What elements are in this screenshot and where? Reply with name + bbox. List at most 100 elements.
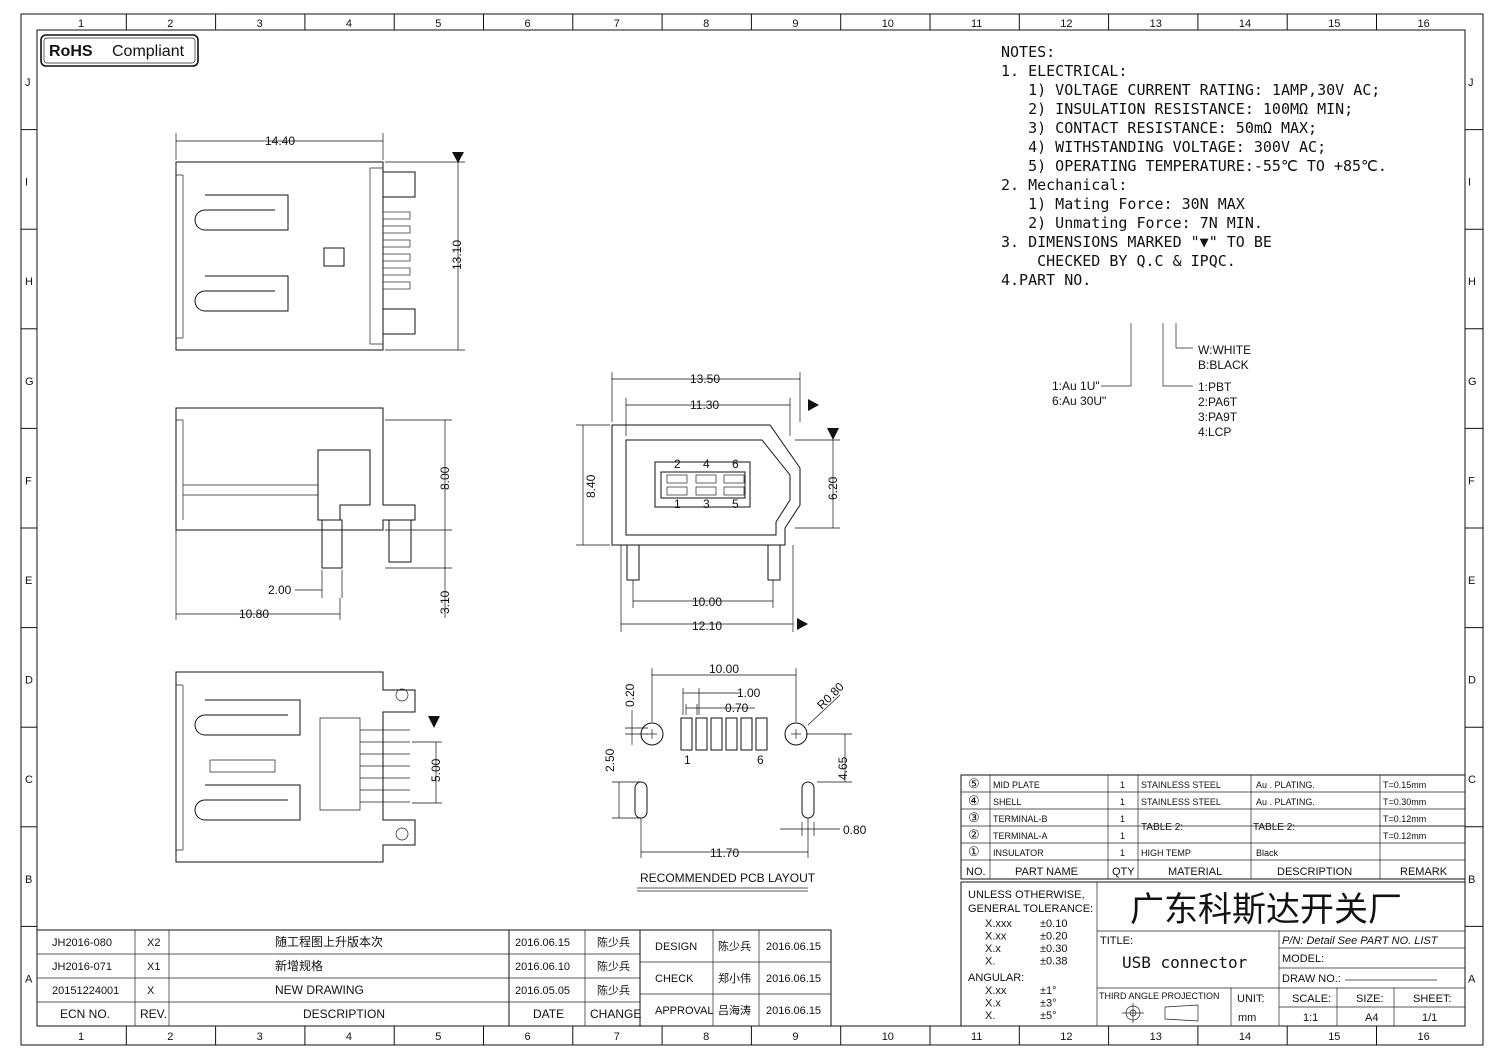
plating-option: 1:Au 1U" xyxy=(1052,379,1100,393)
grid-row-label: F xyxy=(1468,475,1475,487)
approval-date: 2016.06.15 xyxy=(766,973,821,985)
grid-row-label: H xyxy=(1468,276,1476,288)
grid-column-label: 6 xyxy=(525,18,531,30)
bom-row-no: ② xyxy=(968,827,980,842)
rev-description: 新增规格 xyxy=(275,958,323,973)
rev-header-desc: DESCRIPTION xyxy=(303,1007,385,1021)
rev-ecn: JH2016-071 xyxy=(52,961,112,973)
grid-column-label: 15 xyxy=(1328,1031,1340,1043)
bom-row-remark: T=0.15mm xyxy=(1383,780,1426,790)
bom-row-no: ① xyxy=(968,844,980,859)
note-line: 3. DIMENSIONS MARKED "▼" TO BE xyxy=(1001,233,1272,251)
angle-value: ±5° xyxy=(1040,1010,1057,1022)
note-line: 4) WITHSTANDING VOLTAGE: 300V AC; xyxy=(1001,138,1326,156)
approval-date: 2016.06.15 xyxy=(766,941,821,953)
sheet-label: SHEET: xyxy=(1413,993,1452,1005)
bom-header-qty: QTY xyxy=(1112,866,1135,878)
bom-row-remark: T=0.12mm xyxy=(1383,831,1426,841)
grid-column-label: 8 xyxy=(703,1031,709,1043)
notes-heading: NOTES: xyxy=(1001,43,1055,61)
dim-offset: 2.00 xyxy=(268,583,292,597)
scale-label: SCALE: xyxy=(1292,993,1331,1005)
note-line: CHECKED BY Q.C & IPQC. xyxy=(1001,252,1236,270)
tolerance-class: X. xyxy=(985,956,995,968)
tolerance-value: ±0.30 xyxy=(1040,943,1067,955)
grid-column-label: 6 xyxy=(525,1031,531,1043)
dim-inner-height: 6.20 xyxy=(826,476,840,500)
grid-column-label: 15 xyxy=(1328,18,1340,30)
note-line: 2) Unmating Force: 7N MIN. xyxy=(1001,214,1263,232)
grid-column-label: 12 xyxy=(1060,1031,1072,1043)
rev-ecn: 20151224001 xyxy=(52,985,119,997)
dim-pitch: 5.00 xyxy=(429,758,443,782)
pin-last: 6 xyxy=(757,753,764,767)
bom-row-no: ④ xyxy=(968,793,980,808)
bom-row-material: HIGH TEMP xyxy=(1141,848,1191,858)
grid-column-label: 11 xyxy=(971,1031,982,1043)
bom-row-qty: 1 xyxy=(1120,848,1125,858)
draw-no-label: DRAW NO.: xyxy=(1282,973,1341,985)
pin-first: 1 xyxy=(684,753,691,767)
bom-row-desc: Au . PLATING. xyxy=(1256,797,1315,807)
dim-base-width: 12.10 xyxy=(692,619,722,633)
color-option: W:WHITE xyxy=(1198,343,1251,357)
note-line: 5) OPERATING TEMPERATURE:-55℃ TO +85℃. xyxy=(1001,157,1387,175)
sheet-value: 1/1 xyxy=(1422,1012,1437,1024)
grid-row-label: D xyxy=(25,675,33,687)
bom-row-qty: 1 xyxy=(1120,797,1125,807)
dim-pad-width: 0.70 xyxy=(725,701,749,715)
bom-header-name: PART NAME xyxy=(1015,866,1078,878)
grid-column-label: 1 xyxy=(78,1031,84,1043)
rev-ecn: JH2016-080 xyxy=(52,937,112,949)
pin-label: 5 xyxy=(732,497,739,511)
size-label: SIZE: xyxy=(1356,993,1384,1005)
outer-frame xyxy=(20,13,1484,1046)
grid-row-label: G xyxy=(25,376,34,388)
projection-label: THIRD ANGLE PROJECTION xyxy=(1099,991,1220,1001)
grid-row-label: E xyxy=(1468,575,1475,587)
note-line: 2) INSULATION RESISTANCE: 100MΩ MIN; xyxy=(1001,100,1353,118)
bom-row-name: TERMINAL-B xyxy=(993,814,1048,824)
bom-row-remark: T=0.30mm xyxy=(1383,797,1426,807)
rev-change: 陈少兵 xyxy=(597,983,630,997)
bom-header-desc: DESCRIPTION xyxy=(1277,866,1352,878)
rev-code: X xyxy=(147,985,155,997)
grid-column-label: 7 xyxy=(614,18,620,30)
size-value: A4 xyxy=(1365,1012,1378,1024)
rev-description: NEW DRAWING xyxy=(275,983,364,997)
dim-outer-width: 13.50 xyxy=(690,372,720,386)
dim-slot-offset: 4.65 xyxy=(836,756,850,780)
dim-height: 13.10 xyxy=(450,240,464,270)
color-option: B:BLACK xyxy=(1198,358,1249,372)
grid-column-label: 7 xyxy=(614,1031,620,1043)
bom-row-desc: Au . PLATING. xyxy=(1256,780,1315,790)
projection-symbol-icon xyxy=(1122,1003,1199,1023)
approval-date: 2016.06.15 xyxy=(766,1005,821,1017)
material-option: 3:PA9T xyxy=(1198,410,1238,424)
grid-column-label: 5 xyxy=(435,1031,441,1043)
dim-hole-span: 10.00 xyxy=(709,662,739,676)
pin-label: 1 xyxy=(674,497,681,511)
material-option: 1:PBT xyxy=(1198,380,1232,394)
bottom-view: 5.00 xyxy=(175,671,443,863)
grid-row-label: J xyxy=(25,77,31,89)
approval-name: 吕海涛 xyxy=(718,1003,751,1017)
rohs-label: Compliant xyxy=(112,43,185,60)
grid-row-label: G xyxy=(1468,376,1477,388)
note-line: 1. ELECTRICAL: xyxy=(1001,62,1127,80)
note-line: 2. Mechanical: xyxy=(1001,176,1127,194)
unit-value: mm xyxy=(1238,1012,1256,1024)
pin-label: 6 xyxy=(732,457,739,471)
part-number: P/N: Detail See PART NO. LIST xyxy=(1282,935,1439,947)
pin-label: 3 xyxy=(703,497,710,511)
company-name: 广东科斯达开关厂 xyxy=(1130,891,1402,929)
grid-column-label: 3 xyxy=(257,18,263,30)
grid-row-label: I xyxy=(25,177,28,189)
grid-column-label: 16 xyxy=(1418,18,1430,30)
grid-column-label: 5 xyxy=(435,18,441,30)
bom-row-no: ③ xyxy=(968,810,980,825)
bom-row-remark: T=0.12mm xyxy=(1383,814,1426,824)
